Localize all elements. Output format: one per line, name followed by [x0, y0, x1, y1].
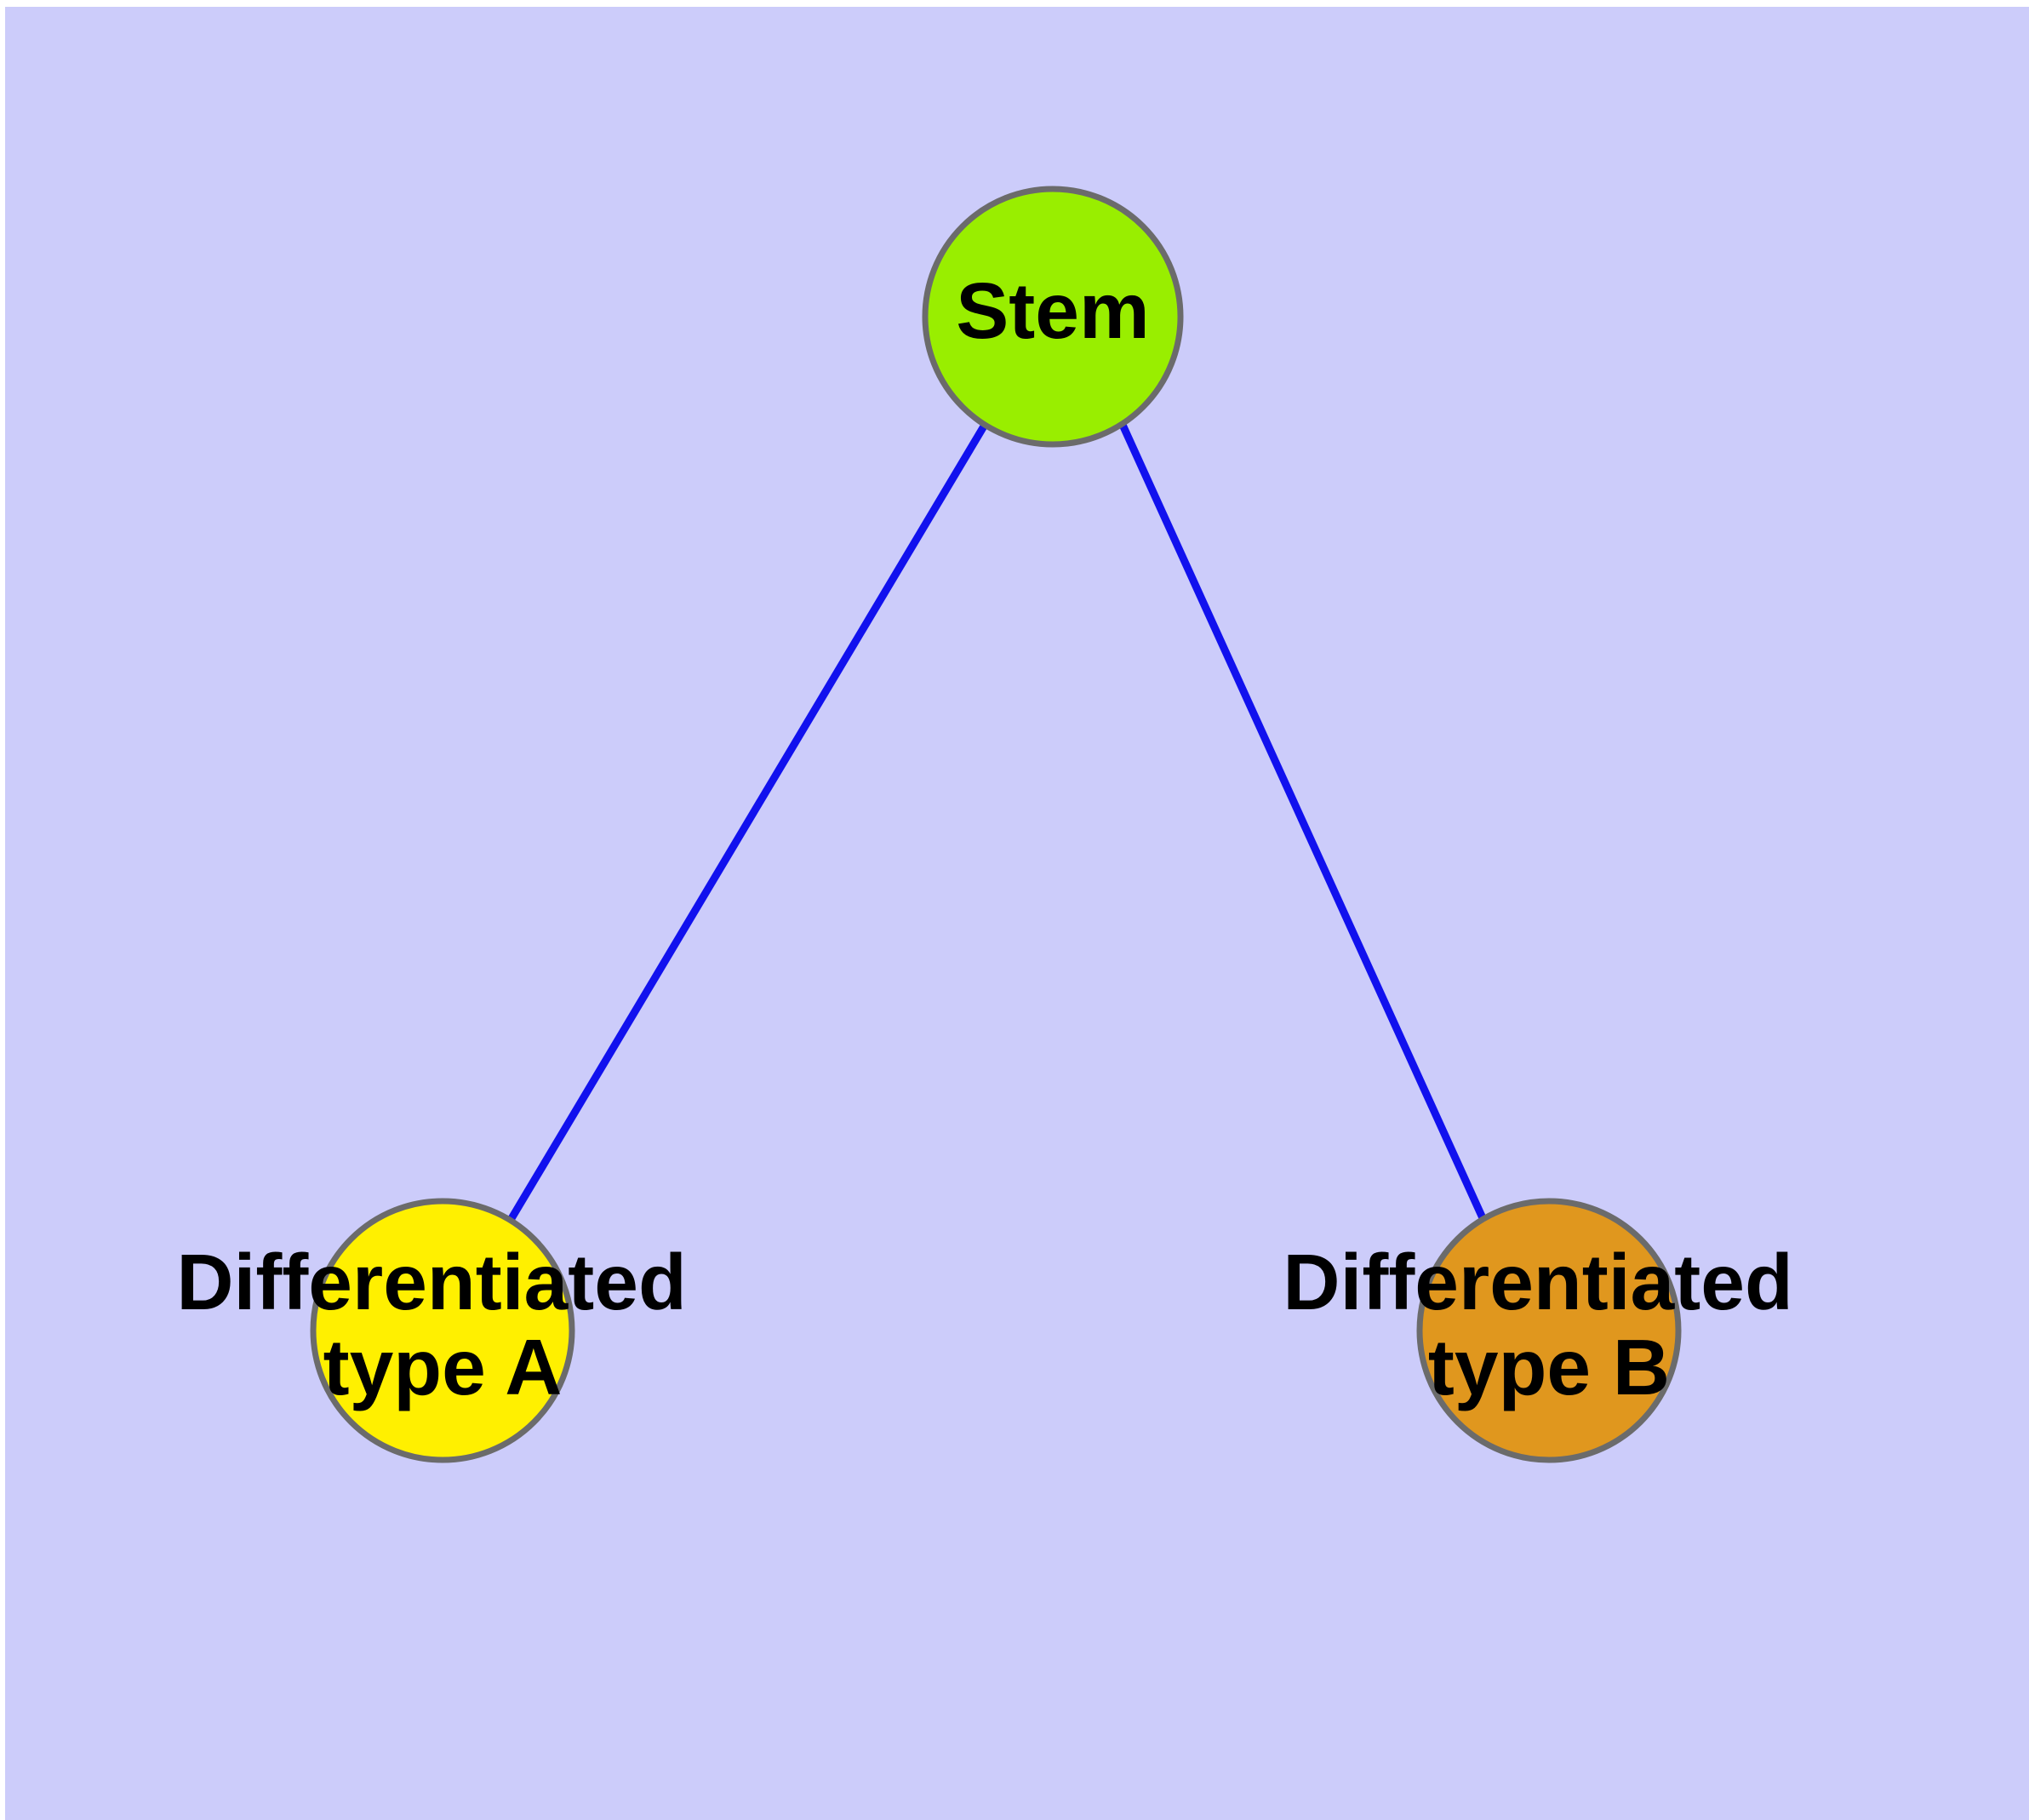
node-differentiated-type-a-label-line-2: type A [323, 1323, 563, 1411]
node-differentiated-type-b-circle[interactable] [1416, 1198, 1682, 1463]
graph-svg: Stem Differentiated type A Differentiate… [176, 186, 1815, 1463]
node-differentiated-type-b-label-line-2: type B [1428, 1323, 1670, 1411]
node-differentiated-type-a-circle[interactable] [310, 1198, 575, 1463]
node-stem[interactable]: Stem [922, 186, 1184, 448]
node-layer: Stem Differentiated type A Differentiate… [176, 186, 1815, 1463]
node-differentiated-type-b-label: Differentiated type B [1283, 1238, 1815, 1411]
diagram-plot-area: Stem Differentiated type A Differentiate… [5, 7, 2029, 1820]
node-differentiated-type-b[interactable] [1416, 1198, 1682, 1463]
edge-stem-to-differentiated-type-a [507, 422, 988, 1222]
edge-stem-to-differentiated-type-b [1118, 423, 1488, 1222]
node-differentiated-type-b-label-line-1: Differentiated [1283, 1238, 1792, 1326]
node-differentiated-type-a[interactable] [310, 1198, 575, 1463]
node-stem-label-line-1: Stem [956, 266, 1149, 355]
node-stem-circle[interactable] [922, 186, 1184, 448]
node-stem-label: Stem [956, 266, 1149, 355]
edge-layer [507, 422, 1488, 1222]
node-differentiated-type-a-label-line-1: Differentiated [176, 1238, 686, 1326]
node-differentiated-type-a-label: Differentiated type A [176, 1238, 708, 1411]
